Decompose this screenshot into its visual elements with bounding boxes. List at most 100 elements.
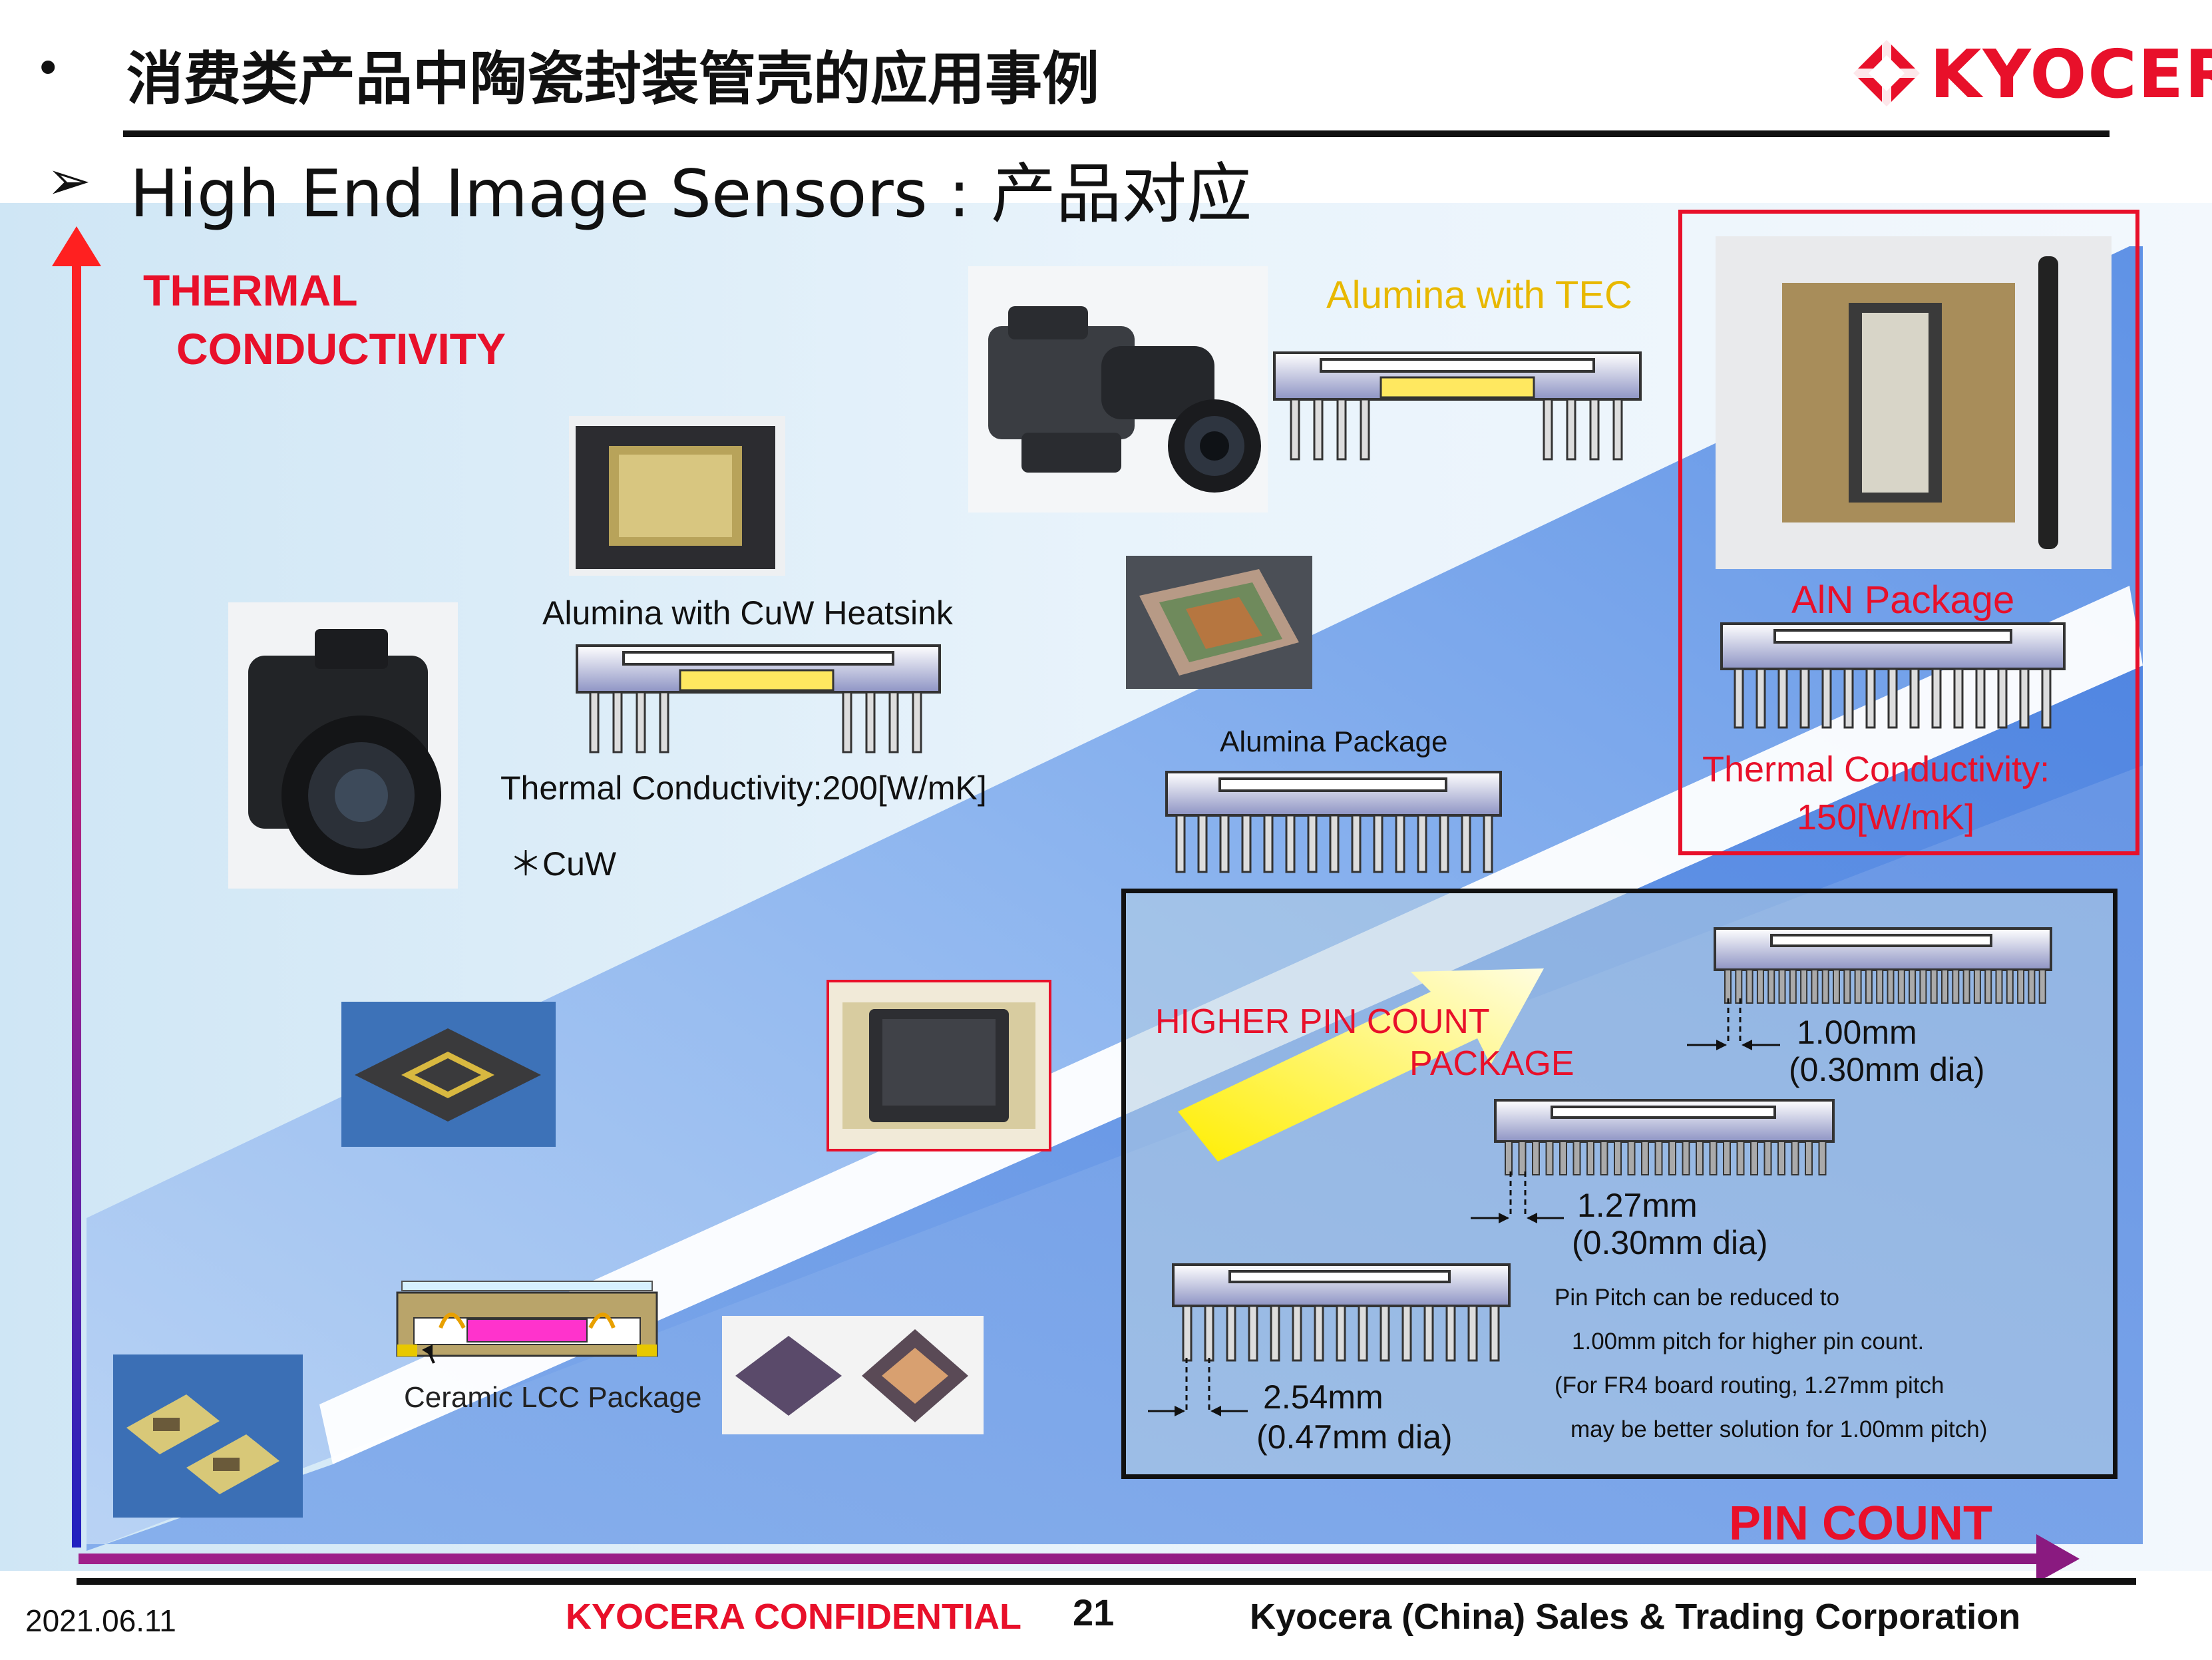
- package-pin: [1843, 668, 1854, 729]
- label-alumina-package: Alumina Package: [1220, 726, 1448, 758]
- package-pin: [1263, 814, 1274, 873]
- package-pin: [1854, 969, 1862, 1004]
- package-pin: [1329, 814, 1340, 873]
- package-pin: [1197, 814, 1208, 873]
- kyocera-logo-mark-icon: [1853, 40, 1920, 106]
- package-pin: [1791, 1141, 1799, 1175]
- pitch-100-diagram: [1714, 927, 2052, 1004]
- package-pin: [1952, 969, 1960, 1004]
- pitch-127-diagram: [1494, 1099, 1835, 1175]
- package-pin: [1627, 1141, 1636, 1175]
- package-pin: [1909, 969, 1917, 1004]
- page-title: 消费类产品中陶瓷封装管壳的应用事例: [126, 46, 1099, 112]
- label-thermal-cuw: Thermal Conductivity:200[W/mK]: [500, 769, 987, 807]
- sensor-chip-icon: [1139, 569, 1299, 676]
- aln-highlight-frame: [1678, 210, 2139, 855]
- footer-confidential: KYOCERA CONFIDENTIAL: [566, 1597, 1021, 1637]
- footer-company: Kyocera (China) Sales & Trading Corporat…: [1250, 1597, 2021, 1637]
- y-axis-label-line1: THERMAL: [143, 266, 358, 315]
- package-pin: [1909, 668, 1920, 729]
- package-pin: [1204, 1305, 1214, 1362]
- footer-date: 2021.06.11: [25, 1603, 176, 1638]
- package-pin: [1336, 1305, 1346, 1362]
- alumina-cuw-diagram: [576, 644, 941, 753]
- label-higher-pin-line1: HIGHER PIN COUNT: [1155, 1002, 1490, 1041]
- package-pin: [1767, 969, 1775, 1004]
- package-pin: [1380, 1305, 1390, 1362]
- package-pin: [1270, 1305, 1280, 1362]
- package-pin: [1709, 1141, 1718, 1175]
- package-pin: [1750, 1141, 1758, 1175]
- package-pin: [1572, 1141, 1581, 1175]
- aln-package-diagram: [1720, 622, 2066, 729]
- package-pin: [1545, 1141, 1554, 1175]
- package-pin: [1559, 1141, 1567, 1175]
- cuw-package-photo: [569, 416, 785, 576]
- package-pin: [1763, 1141, 1772, 1175]
- label-alumina-tec: Alumina with TEC: [1326, 274, 1632, 317]
- label-cuw-note: ＊CuW: [509, 845, 617, 883]
- package-pin: [1821, 668, 1832, 729]
- pga-package-photo: [341, 1002, 556, 1147]
- alumina-tec-diagram: [1273, 351, 1642, 461]
- package-pin: [1995, 969, 2003, 1004]
- footer-page-number: 21: [1073, 1591, 1115, 1633]
- sensor-module-photo: [827, 980, 1051, 1151]
- subtitle-marker: ➢: [47, 150, 92, 212]
- package-pin: [1307, 814, 1318, 873]
- package-pin: [1805, 1141, 1813, 1175]
- package-pin: [1723, 1141, 1731, 1175]
- package-pin: [1833, 969, 1840, 1004]
- package-pin: [1865, 668, 1876, 729]
- package-pin: [1735, 969, 1743, 1004]
- sensor-chip-photo: [1126, 556, 1312, 689]
- package-pin: [1614, 1141, 1622, 1175]
- package-pin: [1219, 814, 1230, 873]
- label-aln-package: AlN Package: [1791, 578, 2015, 622]
- package-pin: [1777, 668, 1788, 729]
- package-pin: [1182, 1305, 1193, 1362]
- label-alumina-cuw: Alumina with CuW Heatsink: [542, 594, 953, 632]
- package-pin: [1586, 1141, 1594, 1175]
- package-pin: [1811, 969, 1819, 1004]
- package-pin: [1736, 1141, 1745, 1175]
- note-line4: may be better solution for 1.00mm pitch): [1570, 1416, 1988, 1442]
- package-pin: [1292, 1305, 1302, 1362]
- logo-text: KYOCERa: [1930, 35, 2212, 113]
- package-pin: [1461, 814, 1471, 873]
- package-pin: [1696, 1141, 1704, 1175]
- package-pin: [1897, 969, 1905, 1004]
- package-pin: [1682, 1141, 1690, 1175]
- package-pin: [1518, 1141, 1527, 1175]
- package-pin: [1358, 1305, 1368, 1362]
- package-pin: [1953, 668, 1964, 729]
- package-pin: [1417, 814, 1427, 873]
- y-axis-label-line2: CONDUCTIVITY: [176, 324, 506, 373]
- package-pin: [1668, 1141, 1676, 1175]
- aln-package-icon: [1782, 256, 2058, 549]
- package-pin: [1532, 1141, 1540, 1175]
- package-pin: [1919, 969, 1927, 1004]
- package-pin: [1777, 1141, 1785, 1175]
- lcc-chips-photo: [722, 1316, 984, 1434]
- label-aln-thermal-line1: Thermal Conductivity:: [1702, 749, 2050, 789]
- note-line1: Pin Pitch can be reduced to: [1555, 1285, 1840, 1311]
- package-pin: [1931, 668, 1942, 729]
- package-pin: [1423, 1305, 1434, 1362]
- package-pin: [1489, 1305, 1500, 1362]
- subtitle: High End Image Sensors : 产品对应: [130, 156, 1252, 232]
- gold-package-icon: [126, 1394, 279, 1494]
- package-pin: [1248, 1305, 1258, 1362]
- package-pin: [1734, 668, 1744, 729]
- package-pin: [1755, 668, 1766, 729]
- package-pin: [1876, 969, 1884, 1004]
- package-pin: [1600, 1141, 1608, 1175]
- higher-pin-arrow-icon: [1178, 968, 1544, 1161]
- label-pitch-127-dia: (0.30mm dia): [1572, 1224, 1768, 1261]
- label-pitch-100-dia: (0.30mm dia): [1789, 1051, 1985, 1088]
- package-pin: [1395, 814, 1405, 873]
- package-pin: [2006, 969, 2014, 1004]
- package-pin: [1505, 1141, 1513, 1175]
- package-pin: [1314, 1305, 1324, 1362]
- package-pin: [1821, 969, 1829, 1004]
